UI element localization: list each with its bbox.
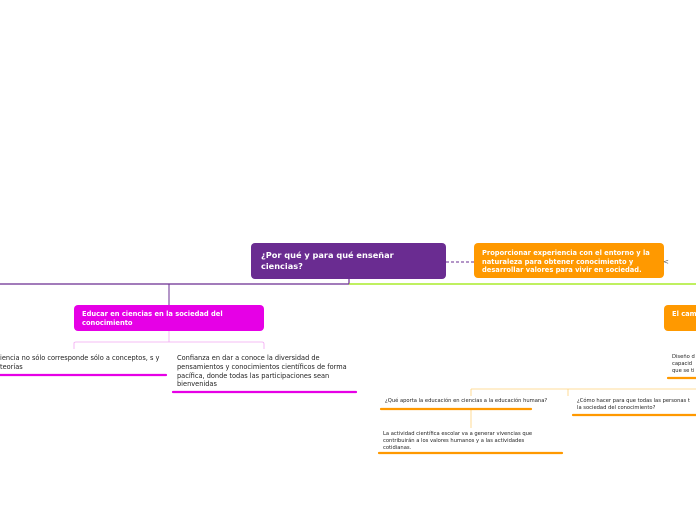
subtopic-confianza[interactable]: Confianza en dar a conoce la diversidad … (177, 354, 347, 389)
connector-magenta-bracket (73, 341, 265, 349)
subtopic-como-hacer[interactable]: ¿Cómo hacer para que todas las personas … (577, 398, 690, 411)
subtopic-diseno[interactable]: Diseño d capacid que se ti (672, 354, 695, 374)
main-topic-el-campo[interactable]: El cam conoc (664, 305, 696, 331)
subtopic-ciencia-conceptos[interactable]: iencia no sólo corresponde sólo a concep… (0, 354, 160, 371)
root-topic[interactable]: ¿Por qué y para qué enseñar ciencias? (251, 243, 446, 279)
subtopic-actividad-cientifica[interactable]: La actividad científica escolar va a gen… (383, 431, 533, 451)
collapse-arrow-icon[interactable]: < (663, 258, 669, 266)
main-topic-proporcionar[interactable]: Proporcionar experiencia con el entorno … (474, 243, 664, 278)
subtopic-que-aporta[interactable]: ¿Qué aporta la educación en ciencias a l… (385, 398, 548, 404)
main-topic-educar[interactable]: Educar en ciencias en la sociedad del co… (74, 305, 264, 331)
